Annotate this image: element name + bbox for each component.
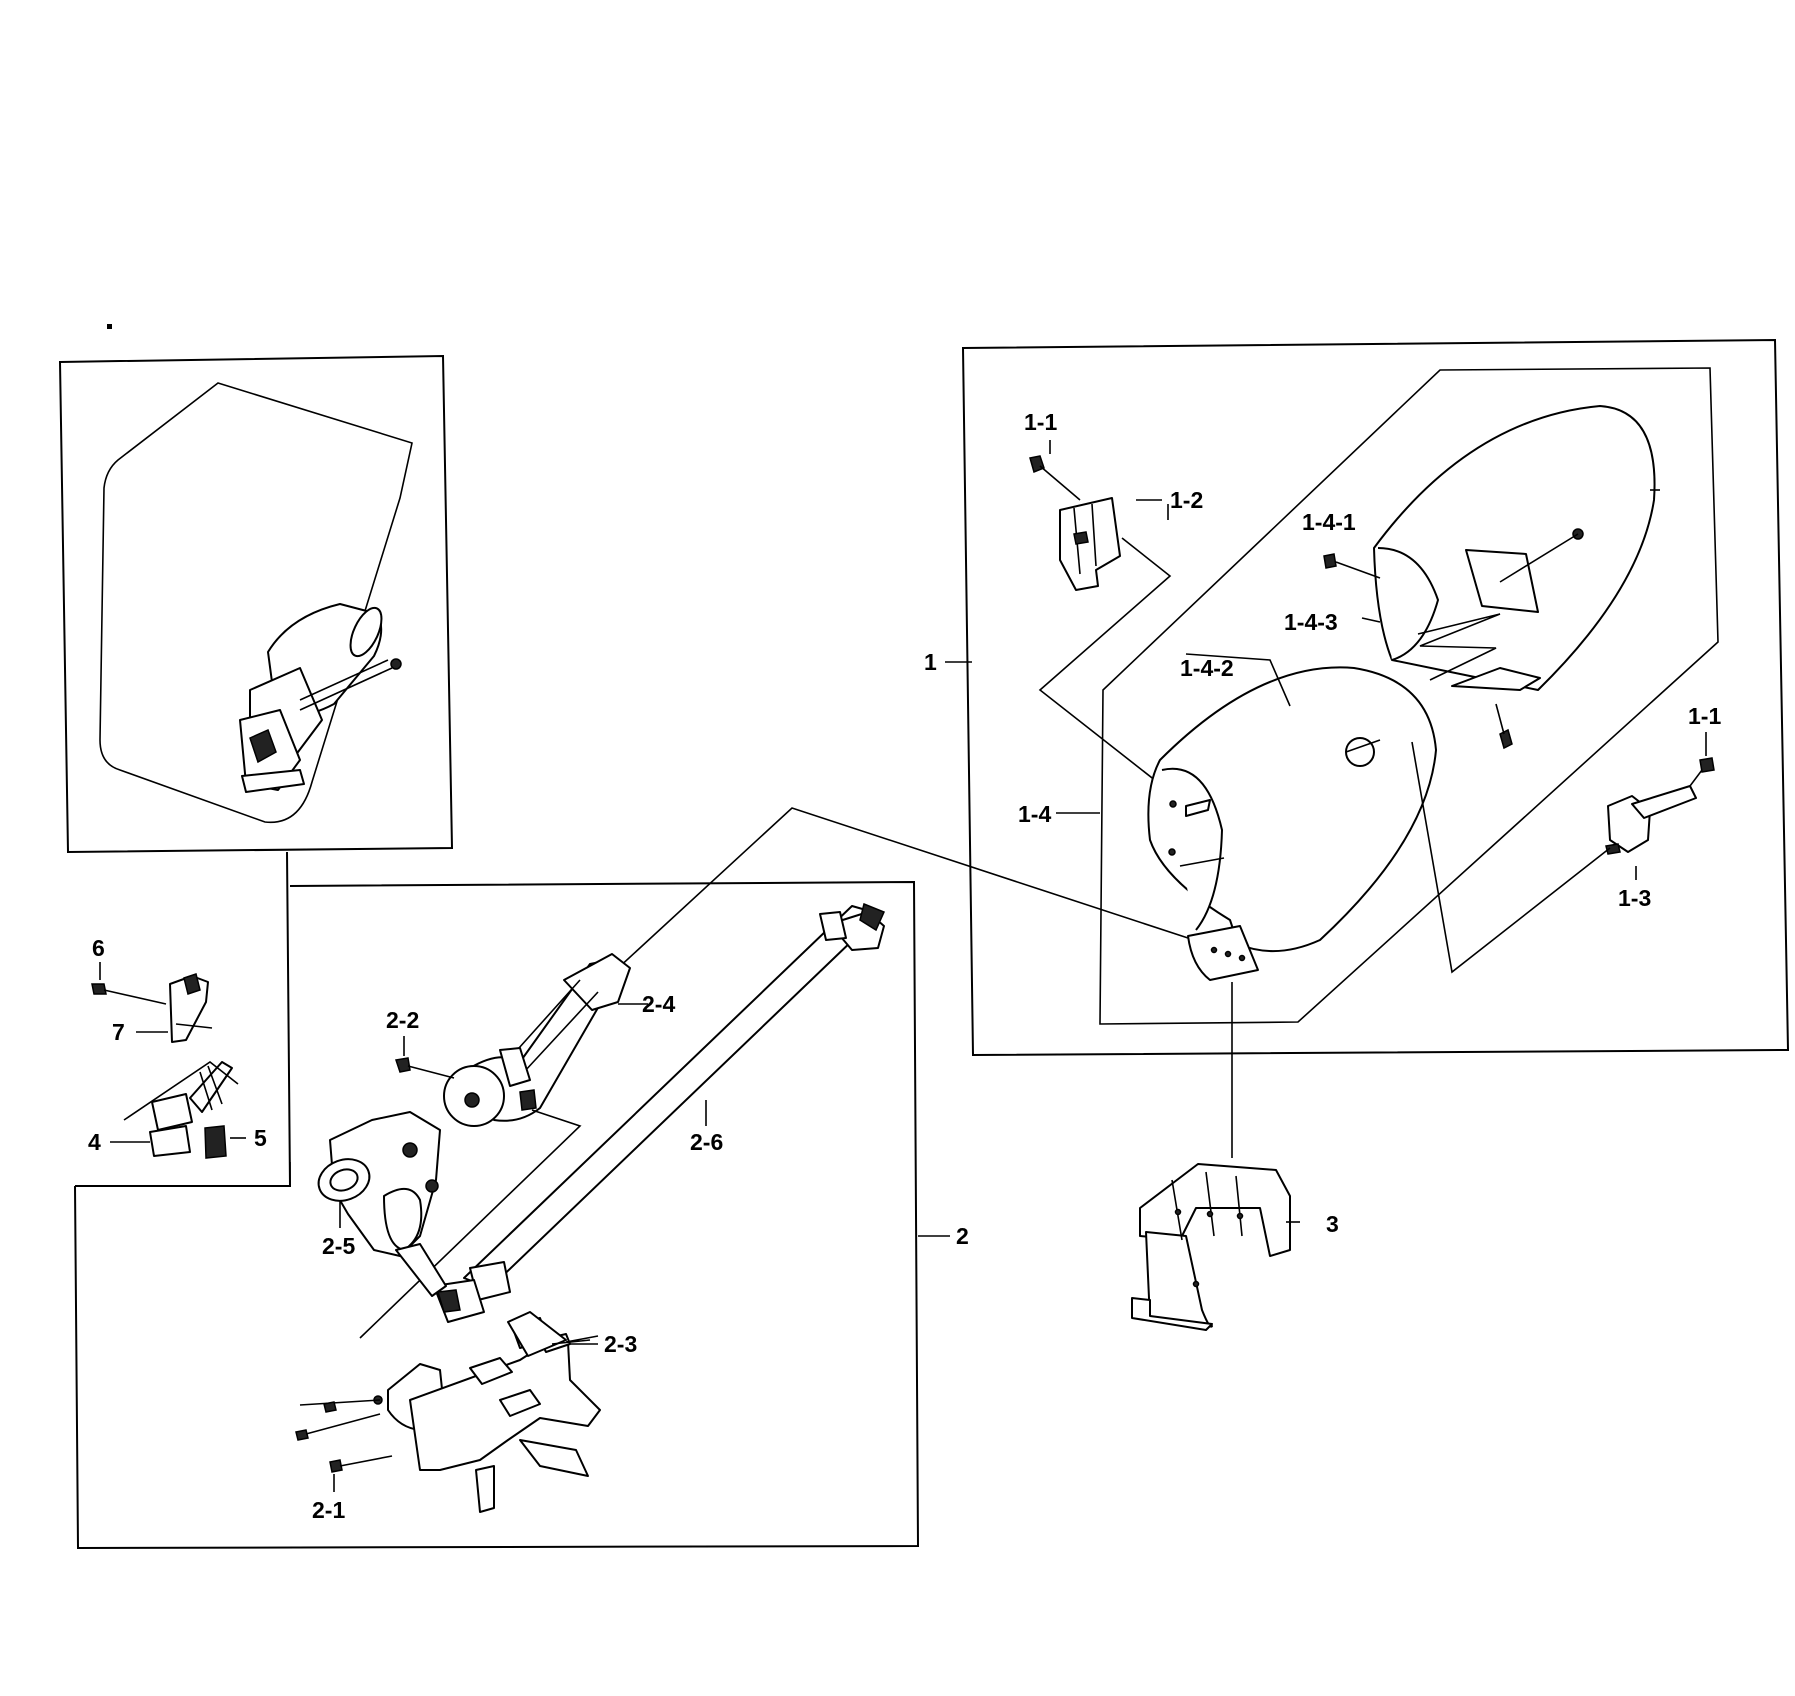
screw-2-2	[395, 1036, 455, 1079]
callout-4: 4	[88, 1129, 101, 1155]
callout-2-2: 2-2	[386, 1007, 419, 1033]
callout-1-4-1: 1-4-1	[1302, 509, 1356, 535]
callout-labels: 1 1-1 1-2 1-4-1 1-4-3 1-4-2 1-4 1-1 1-3 …	[88, 409, 1721, 1523]
burner-housing-upper	[1323, 405, 1656, 750]
valve-bracket-2-3	[295, 1311, 601, 1513]
callout-2-6: 2-6	[690, 1129, 723, 1155]
callout-6: 6	[92, 935, 105, 961]
callout-5: 5	[254, 1125, 267, 1151]
connector-1-to-2	[615, 807, 1189, 971]
callout-2-1: 2-1	[312, 1497, 345, 1523]
bracket-1-2	[1038, 497, 1172, 793]
burner-housing-lower	[1147, 666, 1437, 981]
screw-1-1-top	[1029, 455, 1081, 501]
flame-sensor-1-3	[1411, 741, 1715, 974]
igniter-group	[75, 851, 292, 1187]
callout-1-1-top: 1-1	[1024, 409, 1057, 435]
callout-1-4-3: 1-4-3	[1284, 609, 1338, 635]
callout-2-4: 2-4	[642, 991, 675, 1017]
callout-2-3: 2-3	[604, 1331, 637, 1357]
callout-1: 1	[924, 649, 937, 675]
callout-2-5: 2-5	[322, 1233, 355, 1259]
gas-valve-2-5	[317, 1111, 447, 1297]
callout-2: 2	[956, 1223, 969, 1249]
callout-1-4-2: 1-4-2	[1180, 655, 1234, 681]
assembly-1-group	[945, 338, 1790, 1057]
callout-1-3: 1-3	[1618, 885, 1651, 911]
mounting-bracket-3	[1131, 982, 1300, 1331]
callout-7: 7	[112, 1019, 125, 1045]
callout-3: 3	[1326, 1211, 1339, 1237]
assembly-2-group	[74, 880, 950, 1550]
burner-tube-2-6	[433, 902, 886, 1323]
stray-mark	[107, 324, 112, 329]
callout-1-4: 1-4	[1018, 801, 1051, 827]
callout-1-1-right: 1-1	[1688, 703, 1721, 729]
assembled-view-inset	[58, 354, 454, 854]
assembled-burner-drawing	[239, 603, 402, 793]
callout-1-2: 1-2	[1170, 487, 1203, 513]
